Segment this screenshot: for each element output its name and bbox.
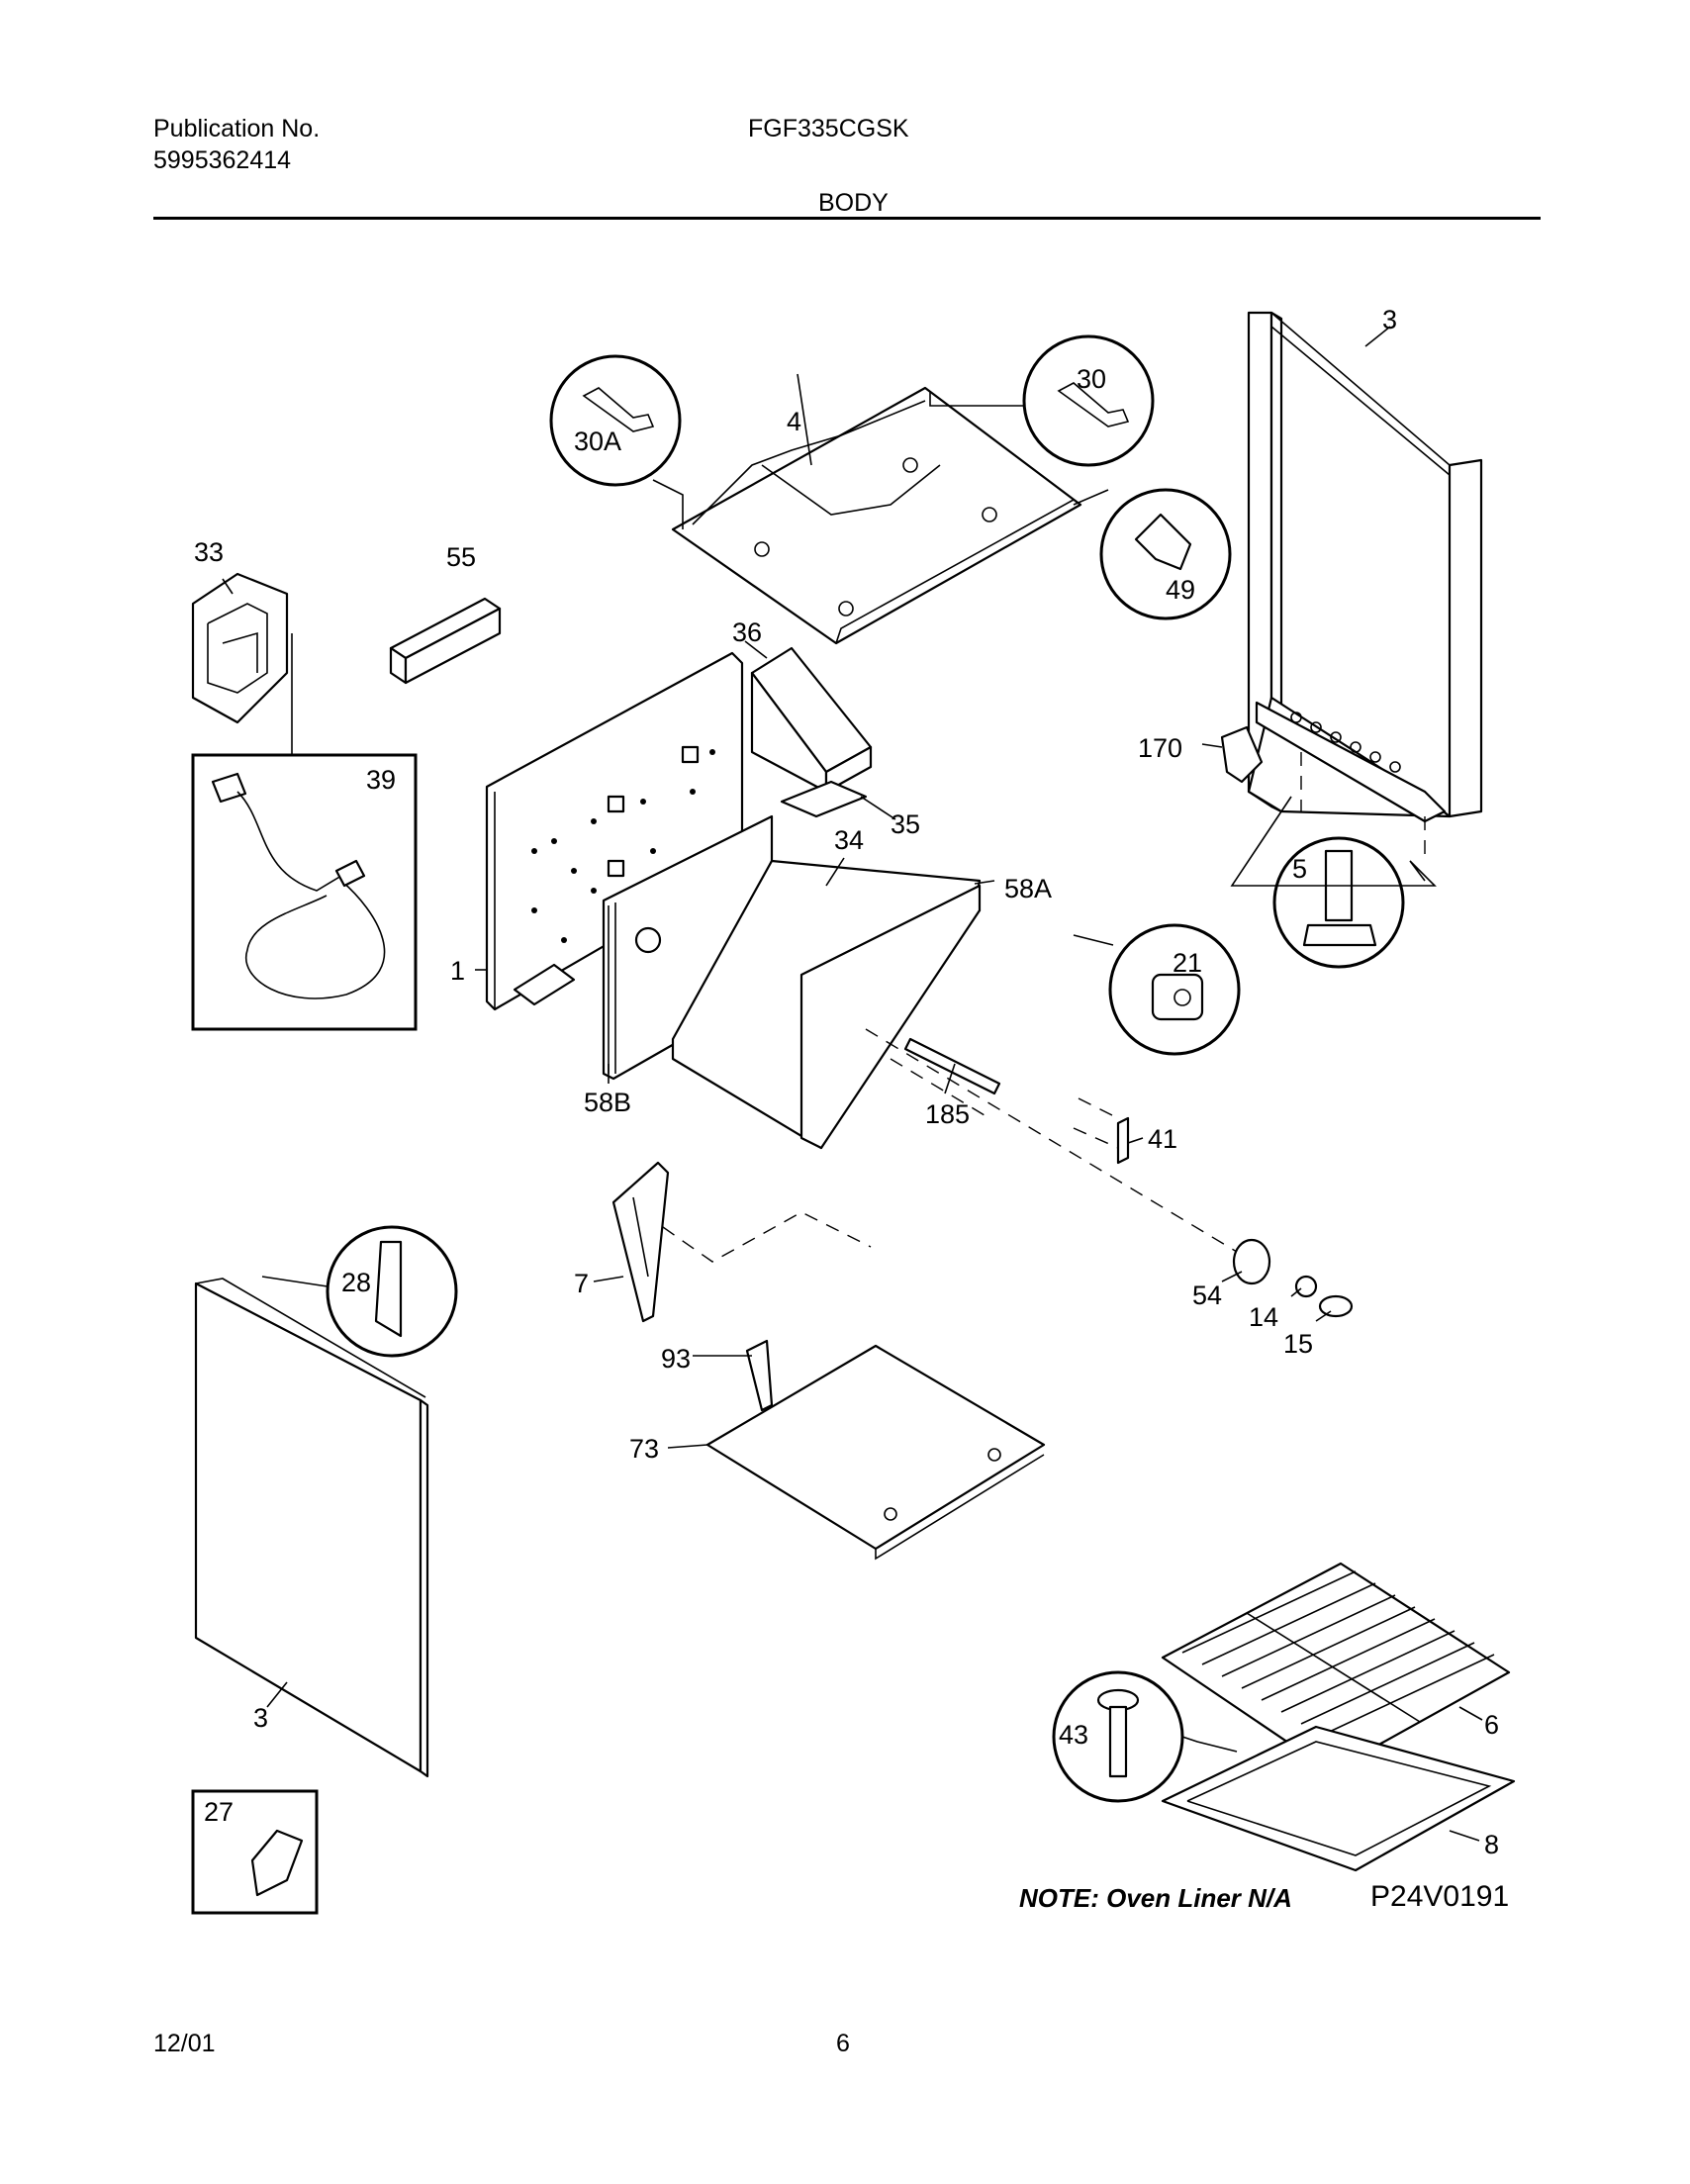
drawing-code: P24V0191: [1370, 1880, 1510, 1913]
label-35: 35: [891, 809, 920, 839]
part-4-top-panel: [671, 386, 1082, 645]
part-15-bulb: [1318, 1294, 1354, 1318]
part-73-bottom-panel: [705, 1344, 1046, 1561]
part-5-leader: [1230, 796, 1437, 887]
part-185-rail: [903, 1037, 1001, 1095]
part-33-bracket: [191, 572, 289, 724]
label-1: 1: [450, 956, 465, 986]
label-43: 43: [1059, 1720, 1088, 1750]
part-41-clip: [1116, 1116, 1130, 1165]
label-6: 6: [1484, 1710, 1499, 1740]
label-5: 5: [1292, 854, 1307, 884]
detail-circle-5: [1272, 836, 1405, 969]
alignment-dashes: [662, 752, 1426, 1263]
part-3-side-panel-left: [194, 1278, 429, 1778]
label-15: 15: [1283, 1329, 1313, 1359]
part-36-duct: [750, 646, 873, 794]
label-170: 170: [1138, 733, 1182, 763]
label-21: 21: [1173, 948, 1202, 978]
leader-lines: [222, 326, 1483, 1842]
label-58b: 58B: [584, 1088, 631, 1117]
detail-circle-43: [1052, 1670, 1184, 1803]
label-36: 36: [732, 617, 762, 647]
detail-circle-21: [1108, 923, 1241, 1056]
label-39: 39: [366, 765, 396, 795]
label-28: 28: [341, 1268, 371, 1297]
part-8-oven-bottom: [1161, 1725, 1516, 1872]
label-93: 93: [661, 1344, 691, 1374]
label-7: 7: [574, 1269, 589, 1298]
publication-label: Publication No.: [153, 115, 321, 142]
label-73: 73: [629, 1434, 659, 1464]
oven-liner-note: NOTE: Oven Liner N/A: [1019, 1883, 1292, 1913]
part-58a-insulation-wrap: [671, 859, 982, 1150]
part-27-clip: [250, 1829, 304, 1897]
label-58a: 58A: [1004, 874, 1052, 903]
part-54-socket: [1232, 1238, 1271, 1285]
part-55-channel: [389, 597, 502, 685]
section-title: BODY: [818, 189, 889, 217]
label-8: 8: [1484, 1830, 1499, 1859]
part-39-cord: [211, 772, 386, 999]
label-30a: 30A: [574, 427, 621, 456]
publication-number: 5995362414: [153, 146, 292, 174]
detail-circle-30: [1022, 334, 1155, 467]
label-4: 4: [787, 407, 801, 436]
label-185: 185: [925, 1099, 970, 1129]
label-54: 54: [1192, 1281, 1222, 1310]
label-55: 55: [446, 542, 476, 572]
part-39-detail-box: [191, 753, 418, 1031]
detail-circle-28: [326, 1225, 458, 1358]
label-3-bottom: 3: [253, 1703, 268, 1733]
header-rule: [153, 217, 1541, 220]
part-6-oven-rack: [1161, 1562, 1511, 1773]
label-30: 30: [1077, 364, 1106, 394]
label-33: 33: [194, 537, 224, 567]
detail-circle-30a: [549, 354, 682, 487]
part-labels: 1 3 3 4 5 6 7 8 14 15 21 27 28 30 30A 33…: [194, 305, 1499, 1859]
footer-date: 12/01: [153, 2030, 216, 2057]
label-27: 27: [204, 1797, 234, 1827]
part-35-plate: [780, 780, 868, 818]
model-number: FGF335CGSK: [748, 115, 909, 142]
page-number: 6: [836, 2030, 850, 2057]
detail-circle-49: [1099, 488, 1232, 620]
label-14: 14: [1249, 1302, 1278, 1332]
label-41: 41: [1148, 1124, 1177, 1154]
part-1-back-panel: [485, 651, 744, 1011]
part-170-bracket: [1220, 725, 1264, 784]
label-3-top: 3: [1382, 305, 1397, 334]
part-7-hinge: [611, 1161, 670, 1323]
part-14-washer: [1294, 1275, 1318, 1298]
label-49: 49: [1166, 575, 1195, 605]
part-93-bracket: [745, 1339, 774, 1412]
part-3-side-panel-right: [1247, 311, 1483, 823]
label-34: 34: [834, 825, 864, 855]
